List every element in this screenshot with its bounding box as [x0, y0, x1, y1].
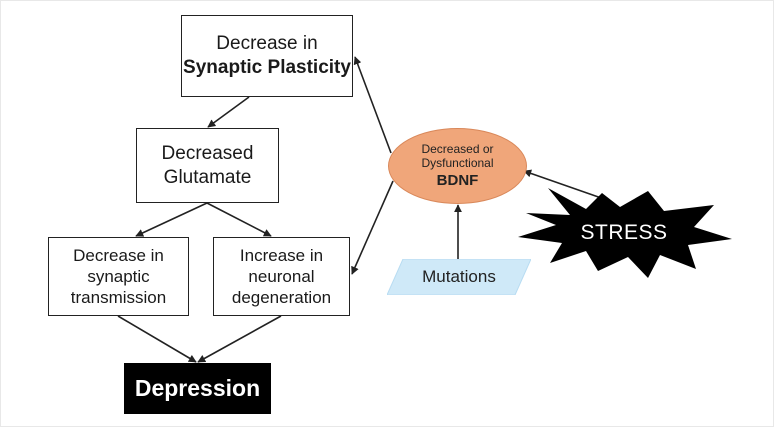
node-mutations-parallelogram	[387, 259, 531, 295]
node-degeneration-line1: Increase in	[239, 245, 324, 265]
node-transmission-line2: synaptic	[87, 266, 150, 286]
node-mutations-label: Mutations	[422, 267, 496, 286]
arrow-plasticity-to-glutamate	[207, 96, 250, 128]
node-degeneration-line2: neuronal	[248, 266, 315, 286]
node-transmission-line3: transmission	[70, 288, 167, 308]
node-plasticity-line1: Decrease in	[216, 33, 318, 55]
node-bdnf-line2: Dysfunctional	[421, 156, 494, 170]
node-bdnf-line3: BDNF	[436, 172, 479, 190]
arrow-degeneration-to-depression	[197, 315, 282, 363]
node-glutamate-line2: Glutamate	[163, 166, 252, 188]
node-bdnf-ellipse: Decreased or Dysfunctional BDNF	[388, 128, 527, 204]
arrow-glutamate-to-transmission	[135, 202, 208, 237]
arrow-bdnf-to-plasticity	[353, 56, 392, 154]
node-decreased-glutamate: Decreased Glutamate	[136, 128, 279, 203]
node-degeneration-line3: degeneration	[231, 288, 332, 308]
node-bdnf-line1: Decreased or	[421, 141, 494, 156]
node-stress-burst	[518, 188, 732, 278]
node-transmission-line1: Decrease in	[73, 245, 164, 265]
arrow-transmission-to-depression	[117, 315, 197, 363]
arrow-stress-to-bdnf	[523, 169, 608, 201]
arrow-glutamate-to-degeneration	[206, 202, 272, 237]
arrow-bdnf-to-degeneration	[351, 180, 394, 275]
node-glutamate-line1: Decreased	[161, 142, 254, 164]
node-depression: Depression	[124, 363, 271, 414]
node-depression-label: Depression	[134, 375, 261, 402]
node-stress-label: STRESS	[580, 221, 668, 244]
node-plasticity-line2: Synaptic Plasticity	[183, 57, 351, 78]
node-neuronal-degeneration: Increase in neuronal degeneration	[213, 237, 350, 316]
node-synaptic-plasticity: Decrease in Synaptic Plasticity	[181, 15, 353, 97]
node-synaptic-transmission: Decrease in synaptic transmission	[48, 237, 189, 316]
